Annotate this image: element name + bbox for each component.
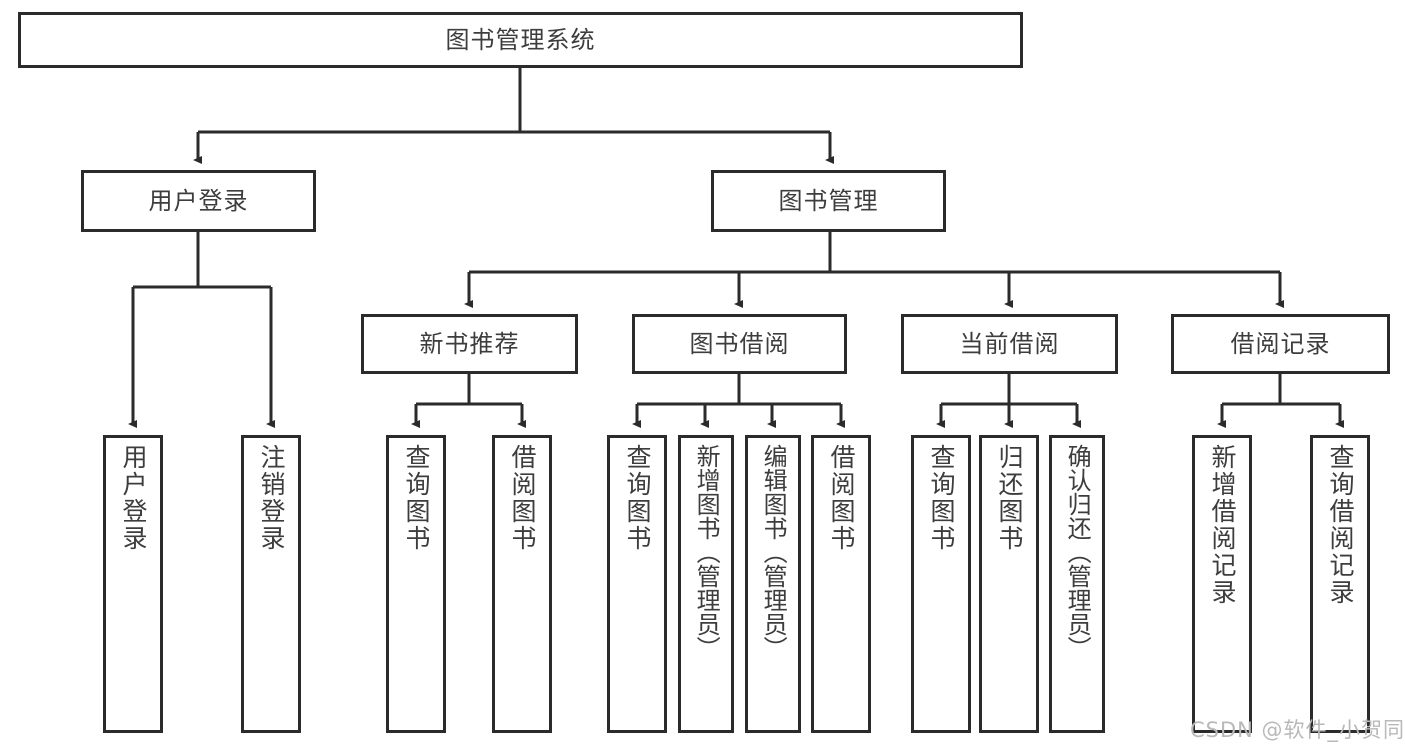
leaf-add-borrow-record[interactable]: 新增借阅记录 [1192, 435, 1252, 733]
node-current-borrow-label: 当前借阅 [959, 329, 1060, 358]
leaf-query-books-current[interactable]: 查询图书 [911, 435, 971, 733]
leaf-confirm-return-admin[interactable]: 确认归还（管理员） [1049, 435, 1105, 733]
leaf-query-books-current-label: 查询图书 [927, 444, 956, 552]
node-new-book-recommend[interactable]: 新书推荐 [361, 314, 578, 374]
leaf-query-borrow-record-label: 查询借阅记录 [1326, 444, 1355, 606]
leaf-query-books-borrow[interactable]: 查询图书 [607, 435, 667, 733]
leaf-query-books-recommend-label: 查询图书 [402, 444, 431, 552]
leaf-borrow-books-recommend[interactable]: 借阅图书 [492, 435, 552, 733]
leaf-add-borrow-record-label: 新增借阅记录 [1208, 444, 1237, 606]
watermark-text: CSDN @软件_小贺同学 [1190, 718, 1405, 742]
node-book-borrow-label: 图书借阅 [689, 329, 790, 358]
node-book-borrow[interactable]: 图书借阅 [632, 314, 847, 374]
leaf-edit-book-admin[interactable]: 编辑图书（管理员） [745, 435, 801, 733]
node-root[interactable]: 图书管理系统 [18, 12, 1023, 68]
leaf-edit-book-admin-label: 编辑图书（管理员） [759, 444, 788, 660]
node-book-management[interactable]: 图书管理 [711, 170, 946, 232]
node-new-book-recommend-label: 新书推荐 [419, 329, 520, 358]
node-borrow-records-label: 借阅记录 [1230, 329, 1331, 358]
leaf-borrow-books[interactable]: 借阅图书 [811, 435, 871, 733]
leaf-borrow-books-recommend-label: 借阅图书 [508, 444, 537, 552]
node-root-label: 图书管理系统 [445, 25, 596, 54]
leaf-borrow-books-label: 借阅图书 [827, 444, 856, 552]
leaf-user-login[interactable]: 用户登录 [103, 435, 163, 733]
leaf-query-books-recommend[interactable]: 查询图书 [386, 435, 446, 733]
leaf-confirm-return-admin-label: 确认归还（管理员） [1063, 444, 1092, 660]
leaf-logout[interactable]: 注销登录 [241, 435, 301, 733]
leaf-return-books-label: 归还图书 [995, 444, 1024, 552]
leaf-add-book-admin[interactable]: 新增图书（管理员） [678, 435, 734, 733]
leaf-add-book-admin-label: 新增图书（管理员） [692, 444, 721, 660]
node-user-login-label: 用户登录 [148, 186, 249, 215]
node-book-management-label: 图书管理 [778, 186, 879, 215]
leaf-query-borrow-record[interactable]: 查询借阅记录 [1310, 435, 1370, 733]
node-user-login[interactable]: 用户登录 [81, 170, 316, 232]
node-current-borrow[interactable]: 当前借阅 [901, 314, 1118, 374]
leaf-user-login-label: 用户登录 [119, 444, 148, 552]
leaf-logout-label: 注销登录 [257, 444, 286, 552]
leaf-return-books[interactable]: 归还图书 [979, 435, 1039, 733]
node-borrow-records[interactable]: 借阅记录 [1171, 314, 1390, 374]
leaf-query-books-borrow-label: 查询图书 [623, 444, 652, 552]
